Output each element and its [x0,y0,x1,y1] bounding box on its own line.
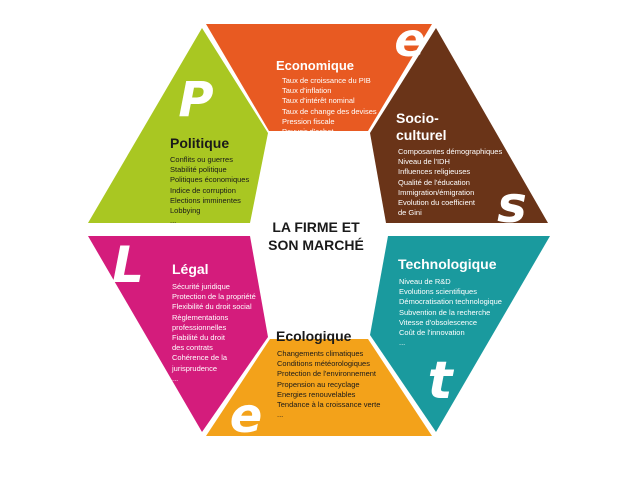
list-item: Démocratisation technologique [399,297,502,307]
economique-title: Economique [276,58,355,73]
list-item: Vitesse d'obsolescence [399,317,478,327]
letter-e-economique-icon: e [394,13,425,67]
list-item: Cohérence de la [172,353,228,363]
list-item: Conflits ou guerres [170,155,233,164]
legal-list: Sécurité juridique Protection de la prop… [172,282,256,384]
letter-l-legal-icon: L [112,236,144,294]
list-item: Taux d'inflation [282,86,332,96]
list-item: Immigration/émigration [398,187,475,197]
list-item: des ménages [282,137,328,147]
list-item: Indice de corruption [170,185,236,195]
list-item: Evolution du coefficient [398,198,475,208]
list-item: Qualité de l'éducation [398,177,470,187]
technologique-list: Niveau de R&D Evolutions scientifiques D… [399,277,502,348]
legal-title: Légal [172,261,209,277]
list-item: de Gini [398,208,422,218]
letter-e-ecologique-icon: e [230,388,263,444]
list-item: Flexibilité du droit social [172,302,252,312]
letter-e-bottom: e [230,388,263,444]
list-item: Pouvoir d'achat [282,127,334,137]
socioculturel-title-line1: Socio- [396,110,439,126]
list-item: professionnelles [172,322,227,332]
list-item: ... [277,410,284,420]
list-item: Changements climatiques [277,349,364,358]
ecologique-list: Changements climatiques Conditions météo… [277,349,380,420]
center-title-line1: LA FIRME ET [272,219,360,235]
list-item: Taux de croissance du PIB [282,76,371,85]
list-item: Composantes démographiques [398,147,503,156]
list-item: Subvention de la recherche [399,307,491,317]
socioculturel-list: Composantes démographiques Niveau de l'I… [398,147,502,229]
economique-list: Taux de croissance du PIB Taux d'inflati… [282,76,377,158]
list-item: Coût de l'innovation [399,328,465,338]
list-item: Fiabilité du droit [172,333,225,343]
politique-title: Politique [170,135,230,151]
list-item: Lobbying [170,206,201,216]
list-item: Pression fiscale [282,116,335,126]
letter-p-politique-icon: P [178,72,213,128]
list-item: jurisprudence [172,363,218,373]
segment-technologique [370,236,550,432]
list-item: Niveau de l'IDH [398,157,450,167]
list-item: Elections imminentes [170,195,241,205]
letter-s: s [497,176,527,234]
list-item: Propension au recyclage [277,379,360,389]
segment-economique [206,24,432,131]
letter-l: L [112,236,144,294]
list-item: ... [170,216,177,226]
list-item: Stabilité politique [170,165,227,175]
list-item: Influences religieuses [398,167,471,177]
list-item: Evolutions scientifiques [399,287,477,297]
socioculturel-title: Socio- culturel [396,110,447,144]
list-item: des contrats [172,343,213,353]
list-item: ... [399,338,406,348]
list-item: Niveau de R&D [399,277,451,286]
list-item: Sécurité juridique [172,282,230,291]
letter-p: P [178,72,213,128]
segment-ecologique [206,339,432,436]
list-item: Protection de la propriété [172,292,256,302]
letter-t-technologique-icon: t [428,351,455,411]
list-item: ... [296,147,303,157]
socioculturel-title-line2: culturel [396,127,447,143]
center-title-line2: SON MARCHÉ [268,237,364,253]
letter-t: t [428,351,455,411]
list-item: Taux de change des devises [282,106,377,116]
ecologique-title: Ecologique [276,328,352,344]
list-item: Energies renouvelables [277,389,356,399]
letter-e-top: e [394,13,425,67]
list-item: Conditions météorologiques [277,359,370,369]
list-item: ... [172,373,179,383]
list-item: Protection de l'environnement [277,369,376,379]
list-item: ... [398,218,405,228]
list-item: Tendance à la croissance verte [277,400,381,410]
center-title: LA FIRME ET SON MARCHÉ [248,218,384,254]
segment-politique [88,28,268,223]
list-item: Taux d'intérêt nominal [282,96,355,106]
segment-socioculturel [370,28,548,223]
technologique-title: Technologique [398,256,497,272]
list-item: Règlementations [172,312,229,322]
letter-s-socioculturel-icon: s [497,176,527,234]
politique-list: Conflits ou guerres Stabilité politique … [170,155,249,226]
segment-legal [88,236,268,432]
list-item: Politiques économiques [170,175,250,185]
